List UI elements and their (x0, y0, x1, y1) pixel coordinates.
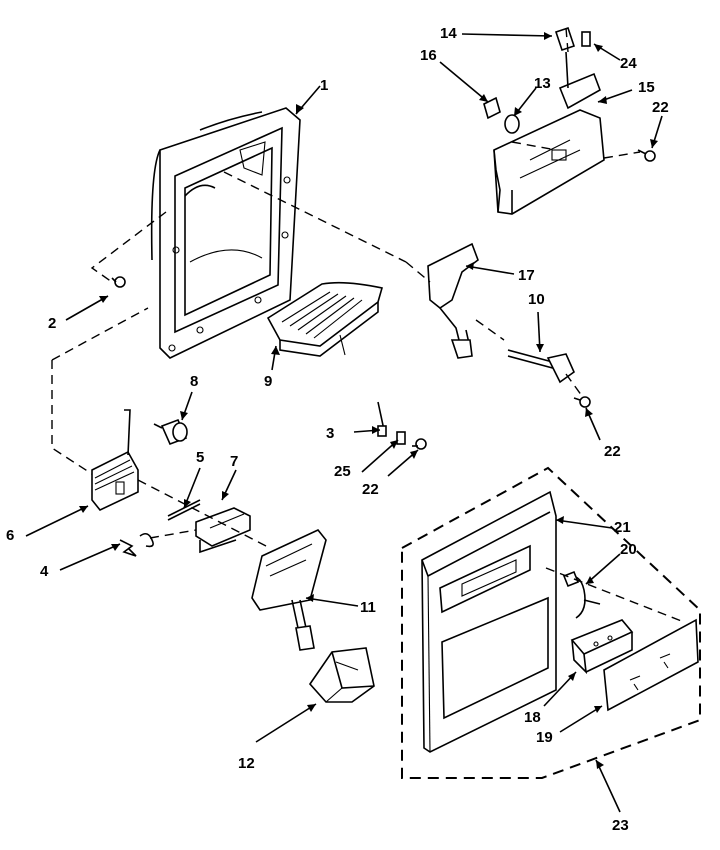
lever-part-11 (251, 529, 327, 651)
label-22-center: 22 (362, 481, 379, 498)
screw-part-2 (111, 276, 126, 288)
label-22-mid: 22 (604, 443, 621, 460)
assembly-leader-lines (51, 27, 685, 623)
label-22-top: 22 (652, 99, 669, 116)
actuator-part-7 (195, 507, 251, 554)
label-4: 4 (40, 563, 49, 580)
label-10: 10 (528, 291, 545, 308)
switch-board-part-18 (570, 619, 634, 675)
callout-arrows (25, 32, 663, 813)
control-box-part-6 (91, 409, 139, 511)
label-6: 6 (6, 527, 14, 544)
lamp-bracket-assembly (483, 26, 656, 215)
label-2: 2 (48, 315, 56, 332)
label-21: 21 (614, 519, 631, 536)
hardware-parts-3-25-22 (377, 401, 427, 450)
wire-harness-part-20 (562, 570, 601, 619)
label-24: 24 (620, 55, 637, 72)
label-20: 20 (620, 541, 637, 558)
label-3: 3 (326, 425, 334, 442)
label-14: 14 (440, 25, 457, 42)
label-1: 1 (320, 77, 328, 94)
solenoid-part-8 (153, 418, 188, 446)
label-17: 17 (518, 267, 535, 284)
label-25: 25 (334, 463, 351, 480)
label-19: 19 (536, 729, 553, 746)
label-8: 8 (190, 373, 198, 390)
spring-part-4 (119, 532, 154, 557)
label-11: 11 (360, 599, 376, 616)
drip-tray (266, 281, 384, 357)
label-12: 12 (238, 755, 255, 772)
label-9: 9 (264, 373, 272, 390)
label-5: 5 (196, 449, 204, 466)
rod-part-10 (507, 349, 575, 384)
label-16: 16 (420, 47, 437, 64)
label-15: 15 (638, 79, 655, 96)
part-labels: 1 2 3 4 5 6 7 8 9 10 11 12 13 14 15 16 1… (6, 25, 669, 834)
screw-22-mid (573, 396, 591, 408)
ice-chute-part-12 (308, 647, 375, 703)
label-18: 18 (524, 709, 541, 726)
label-7: 7 (230, 453, 238, 470)
label-13: 13 (534, 75, 551, 92)
front-panel-assembly (401, 466, 701, 779)
label-23: 23 (612, 817, 629, 834)
housing-frame (150, 107, 301, 359)
bracket-part-17 (427, 242, 479, 359)
label-panel-part-19 (603, 618, 699, 712)
